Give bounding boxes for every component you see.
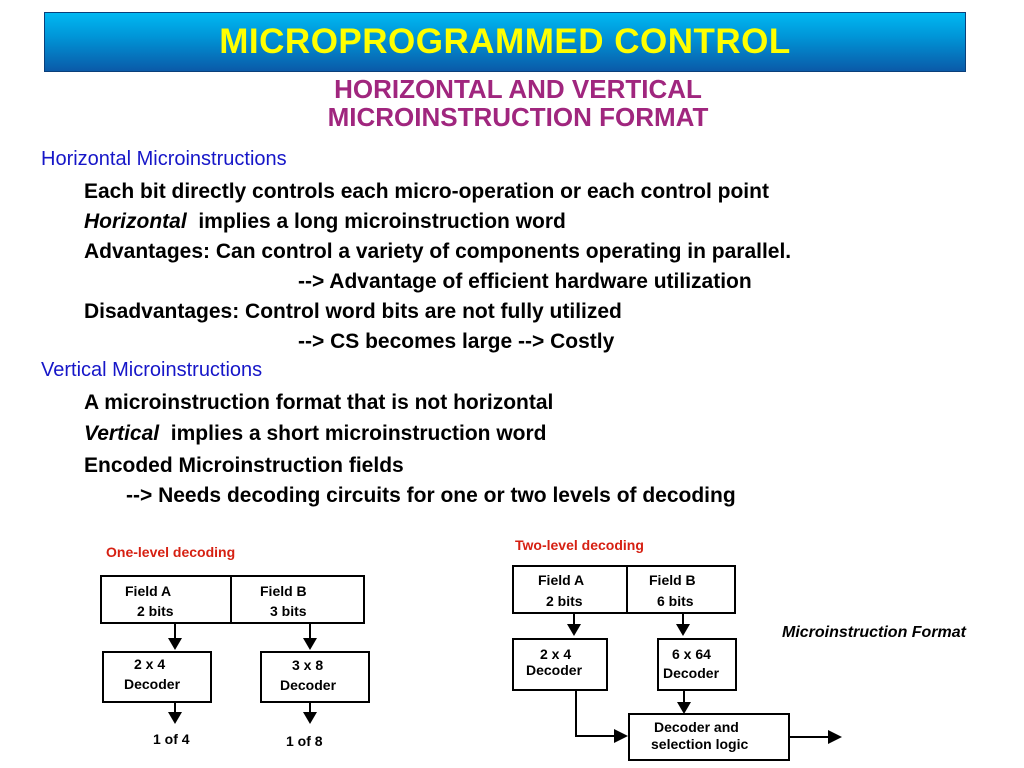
horizontal-disadvantage-detail: --> CS becomes large --> Costly (298, 330, 615, 353)
two-level-decoder-a-name: Decoder (526, 662, 583, 678)
selection-logic-line-2: selection logic (651, 736, 749, 752)
one-level-field-divider (230, 575, 232, 624)
arrow-2l-decoder-a-to-selection (575, 690, 620, 737)
one-level-field-a-bits: 2 bits (137, 603, 174, 619)
vertical-line-3: Encoded Microinstruction fields (84, 454, 404, 477)
one-level-microinstruction-box (100, 575, 365, 624)
two-level-decoder-b-size: 6 x 64 (672, 646, 711, 662)
vertical-line-1: A microinstruction format that is not ho… (84, 391, 554, 414)
one-level-decoder-b (260, 651, 370, 703)
horizontal-line-2-rest: implies a long microinstruction word (198, 210, 566, 233)
selection-logic-box (628, 713, 790, 761)
horizontal-advantage-detail: --> Advantage of efficient hardware util… (298, 270, 752, 293)
selection-logic-line-1: Decoder and (654, 719, 739, 735)
one-level-decoder-a-name: Decoder (124, 676, 181, 692)
two-level-microinstruction-box (512, 565, 736, 614)
arrowhead-8 (677, 702, 691, 714)
horizontal-disadvantages: Disadvantages: Control word bits are not… (84, 300, 622, 323)
two-level-field-b-bits: 6 bits (657, 593, 694, 609)
horizontal-line-1: Each bit directly controls each micro-op… (84, 180, 769, 203)
arrowhead-6 (676, 624, 690, 636)
one-level-field-b-label: Field B (260, 583, 307, 599)
one-level-decoder-a (102, 651, 212, 703)
subtitle-line-2: MICROINSTRUCTION FORMAT (327, 102, 709, 132)
title-banner: MICROPROGRAMMED CONTROL (44, 12, 966, 72)
horizontal-line-2: Horizontal implies a long microinstructi… (84, 210, 566, 234)
one-level-output-a: 1 of 4 (153, 731, 190, 747)
two-level-decoder-b-name: Decoder (663, 665, 720, 681)
subtitle-line-1: HORIZONTAL AND VERTICAL (334, 74, 702, 104)
arrowhead-9 (828, 730, 842, 744)
vertical-line-4: --> Needs decoding circuits for one or t… (126, 484, 736, 507)
two-level-field-b-label: Field B (649, 572, 696, 588)
one-level-output-b: 1 of 8 (286, 733, 323, 749)
arrowhead-4 (303, 712, 317, 724)
two-level-decoder-a-size: 2 x 4 (540, 646, 572, 662)
microinstruction-format-caption: Microinstruction Format (782, 624, 967, 641)
two-level-field-a-bits: 2 bits (546, 593, 583, 609)
two-level-decoder-b (657, 638, 737, 691)
vertical-heading: Vertical Microinstructions (41, 359, 263, 381)
one-level-field-a-label: Field A (125, 583, 172, 599)
vertical-italic-term: Vertical (84, 422, 160, 445)
two-level-field-divider (626, 565, 628, 614)
arrowhead-3 (168, 712, 182, 724)
two-level-field-a-label: Field A (538, 572, 585, 588)
horizontal-advantages: Advantages: Can control a variety of com… (84, 240, 792, 263)
horizontal-italic-term: Horizontal (84, 210, 187, 233)
one-level-decoder-b-size: 3 x 8 (292, 657, 324, 673)
arrowhead-2 (303, 638, 317, 650)
arrowhead-5 (567, 624, 581, 636)
one-level-decoder-b-name: Decoder (280, 677, 337, 693)
two-level-decoder-a (512, 638, 608, 691)
two-level-label: Two-level decoding (515, 537, 644, 553)
one-level-label: One-level decoding (106, 544, 236, 560)
vertical-line-2: Vertical implies a short microinstructio… (84, 422, 547, 446)
horizontal-heading: Horizontal Microinstructions (41, 148, 287, 170)
vertical-line-2-rest: implies a short microinstruction word (170, 422, 547, 445)
one-level-decoder-a-size: 2 x 4 (134, 656, 166, 672)
one-level-field-b-bits: 3 bits (270, 603, 307, 619)
arrowhead-7 (614, 729, 628, 743)
arrowhead-1 (168, 638, 182, 650)
slide-title: MICROPROGRAMMED CONTROL (219, 22, 791, 61)
